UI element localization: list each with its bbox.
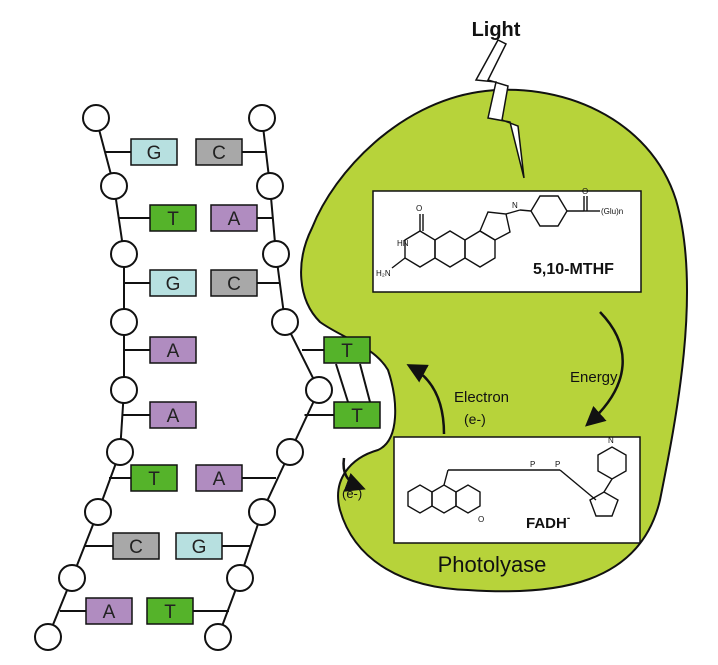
photolyase-label: Photolyase — [438, 552, 547, 577]
mthf-atom-h2n: H₂N — [376, 269, 391, 278]
base-g-left: G — [149, 269, 197, 297]
base-c-right: C — [210, 269, 258, 297]
base-label: T — [167, 209, 179, 230]
base-label: G — [147, 143, 162, 164]
fadh-structure-icon — [407, 446, 627, 517]
base-label: C — [212, 143, 226, 164]
base-c-left: C — [112, 532, 160, 560]
dna-backbone — [47, 117, 380, 638]
fadh-atom-p2: P — [555, 460, 560, 469]
thymine-dimer-bond — [335, 363, 349, 403]
dna-right-sugar-node — [262, 240, 290, 268]
base-label: A — [167, 406, 180, 427]
fadh-atom-o: O — [478, 515, 484, 524]
mthf-atom-n: N — [512, 201, 518, 210]
base-g-right: G — [175, 532, 223, 560]
dna-left-sugar-node — [110, 240, 138, 268]
dna-right-sugar-node — [248, 104, 276, 132]
base-label: T — [351, 406, 363, 427]
dna-right-sugar-node — [276, 438, 304, 466]
mthf-glu-label: (Glu)n — [601, 207, 623, 216]
base-label: T — [164, 602, 176, 623]
fadh-atom-p1: P — [530, 460, 535, 469]
energy-arrow — [585, 311, 624, 427]
dna-left-sugar-node — [100, 172, 128, 200]
dna-left-sugar-node — [84, 498, 112, 526]
dna-right-sugar-node — [226, 564, 254, 592]
base-label: T — [148, 469, 160, 490]
dna-left-sugar-node — [110, 308, 138, 336]
base-label: G — [166, 274, 181, 295]
fadh-cofactor: N O P P FADH- — [393, 436, 641, 544]
base-label: A — [228, 209, 241, 230]
base-label: C — [129, 537, 143, 558]
fadh-box — [393, 436, 641, 544]
fadh-atom-n: N — [608, 436, 614, 445]
base-label: T — [341, 341, 353, 362]
base-label: C — [227, 274, 241, 295]
base-a-left: A — [149, 401, 197, 429]
electron-arrow — [406, 364, 446, 435]
base-a-right: A — [195, 464, 243, 492]
dna-left-sugar-node — [58, 564, 86, 592]
mthf-atom-hn: HN — [397, 239, 409, 248]
mthf-box — [372, 190, 642, 293]
mthf-name: 5,10-MTHF — [533, 261, 614, 278]
mthf-structure-icon — [391, 195, 600, 269]
dna-right-sugar-node — [271, 308, 299, 336]
base-label: G — [192, 537, 207, 558]
dna-right-sugar-node — [204, 623, 232, 651]
base-t-left: T — [149, 204, 197, 232]
thymine-dimer-bond — [359, 363, 371, 403]
base-label: A — [103, 602, 116, 623]
base-t-left: T — [130, 464, 178, 492]
base-c-right: C — [195, 138, 243, 166]
energy-label: Energy — [570, 369, 618, 386]
light-label: Light — [472, 19, 521, 41]
mthf-atom-o2: O — [582, 187, 588, 196]
base-label: A — [213, 469, 226, 490]
mthf-atom-o: O — [416, 204, 422, 213]
mthf-cofactor: O HN H₂N N O (Glu)n 5,10-MTHF — [372, 187, 642, 293]
dna-bases: G C T A G C A T A T T A C G A T — [34, 104, 381, 651]
dna-right-sugar-node — [248, 498, 276, 526]
base-a-right: A — [210, 204, 258, 232]
base-a-left: A — [149, 336, 197, 364]
dna-right-sugar-node — [305, 376, 333, 404]
electron-transfer-arrow — [342, 457, 366, 492]
electron-label: Electron — [454, 389, 509, 406]
dna-left-sugar-node — [106, 438, 134, 466]
dna-left-sugar-node — [82, 104, 110, 132]
base-a-left: A — [85, 597, 133, 625]
base-g-left: G — [130, 138, 178, 166]
base-label: A — [167, 341, 180, 362]
base-t-right: T — [323, 336, 371, 364]
electron-sub-label: (e-) — [464, 411, 486, 427]
base-t-right: T — [333, 401, 381, 429]
dna-left-sugar-node — [110, 376, 138, 404]
dna-left-sugar-node — [34, 623, 62, 651]
fadh-name: FADH- — [526, 513, 570, 532]
dna-right-sugar-node — [256, 172, 284, 200]
electron-transfer-label: (e-) — [342, 486, 362, 501]
lightning-bolt-icon — [474, 39, 525, 179]
base-t-right: T — [146, 597, 194, 625]
